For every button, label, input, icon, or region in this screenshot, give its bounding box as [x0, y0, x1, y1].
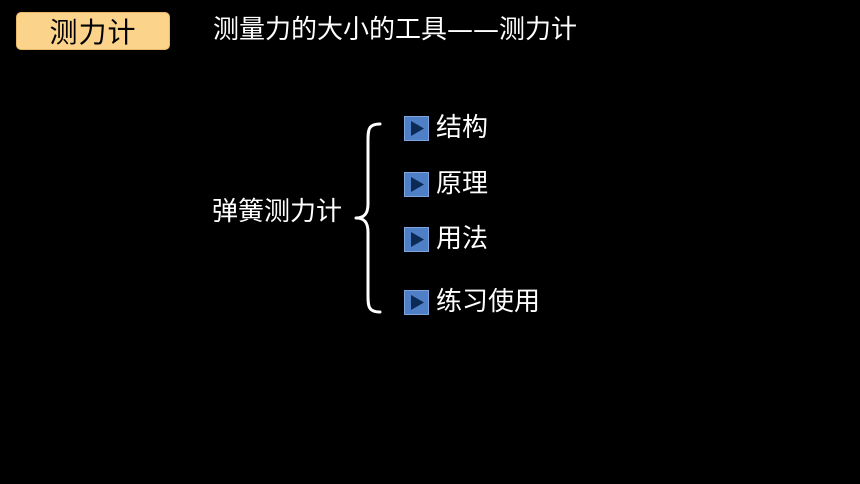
page-subtitle: 测量力的大小的工具——测力计 — [213, 15, 578, 45]
item-label: 原理 — [436, 169, 489, 199]
list-item-practice: 练习使用 — [404, 284, 540, 320]
item-label: 用法 — [436, 224, 489, 254]
play-triangle-icon — [404, 289, 429, 315]
item-label: 练习使用 — [436, 287, 541, 317]
group-label: 弹簧测力计 — [212, 197, 343, 227]
play-triangle-icon — [404, 115, 429, 141]
title-badge-text: 测力计 — [49, 16, 137, 49]
list-item-usage: 用法 — [404, 221, 488, 257]
curly-brace — [354, 122, 382, 314]
list-item-principle: 原理 — [404, 166, 488, 202]
play-triangle-icon — [404, 226, 429, 252]
item-label: 结构 — [436, 113, 489, 143]
title-badge: 测力计 — [16, 12, 170, 50]
list-item-structure: 结构 — [404, 110, 488, 146]
play-triangle-icon — [404, 171, 429, 197]
